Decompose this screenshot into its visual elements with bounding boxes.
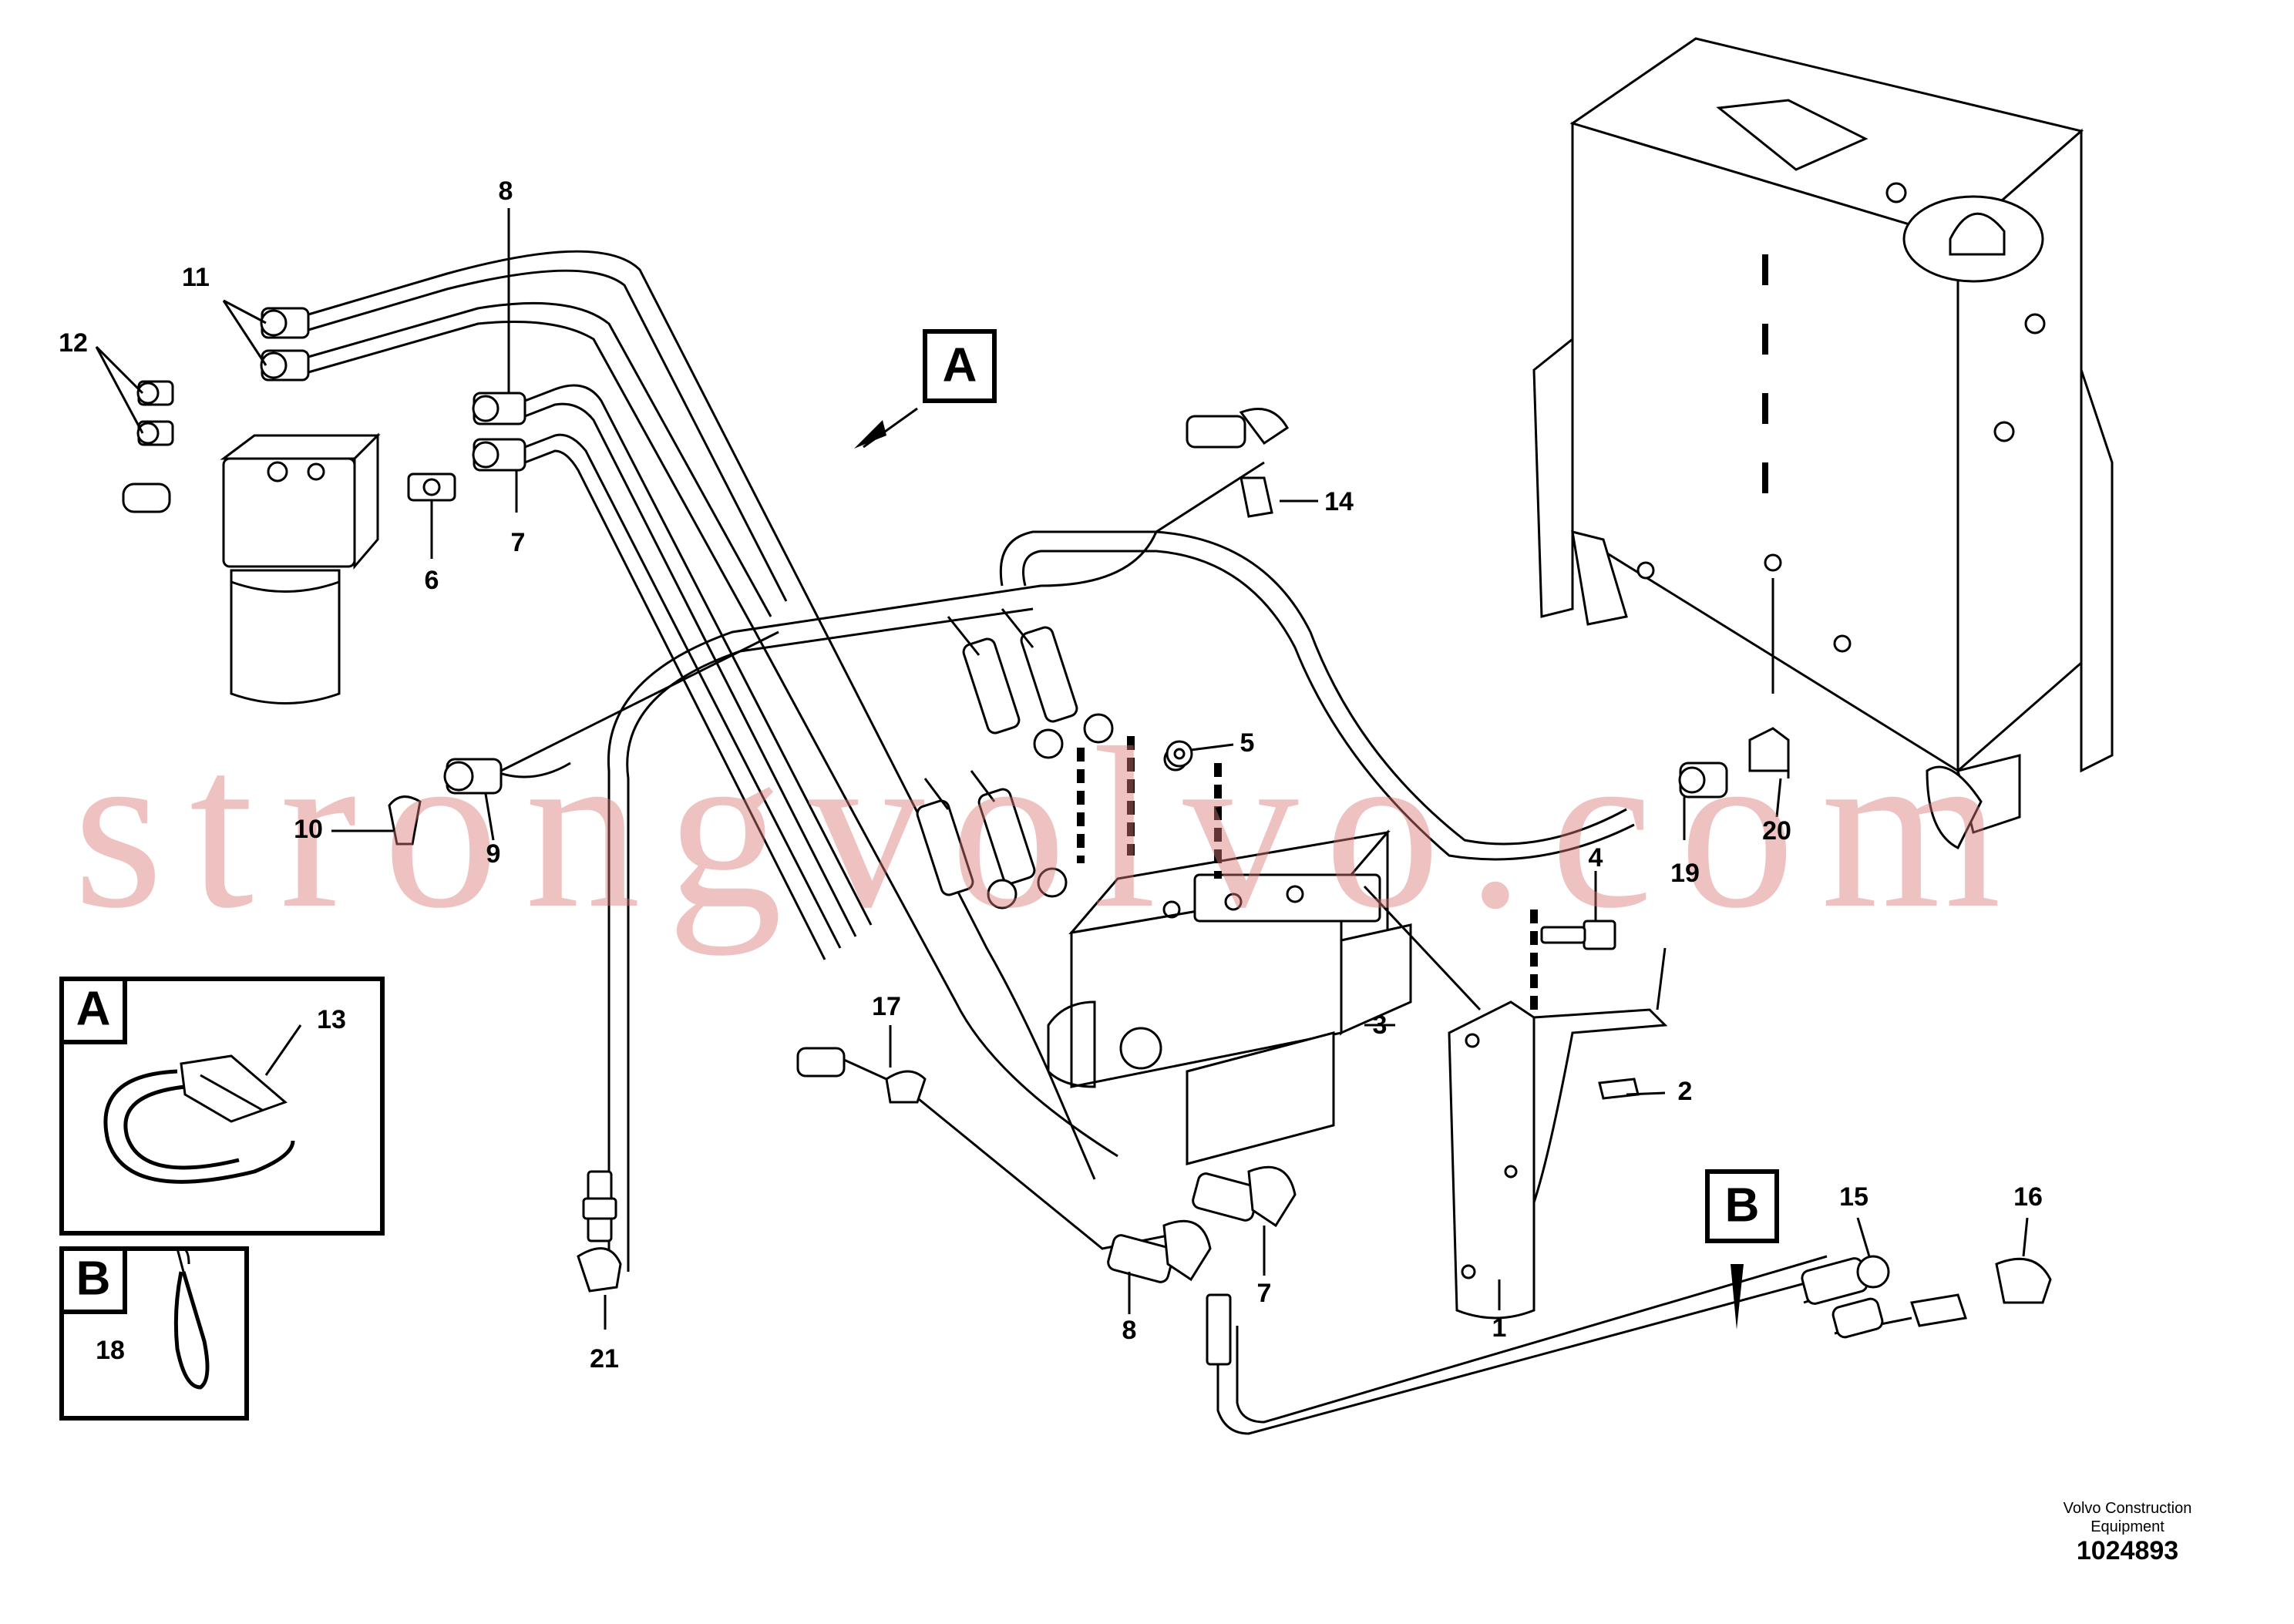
label-part-8-upper: 8 bbox=[499, 177, 513, 206]
part-labels: 1 2 3 4 5 6 7 7 8 8 9 10 11 12 13 14 15 … bbox=[59, 177, 2043, 1374]
label-part-2: 2 bbox=[1678, 1077, 1693, 1106]
drawing-number: 1024893 bbox=[2076, 1536, 2179, 1565]
view-a-letter: A bbox=[943, 338, 977, 392]
label-part-19: 19 bbox=[1670, 859, 1700, 888]
detail-b-letter: B bbox=[76, 1252, 111, 1305]
bolt-4 bbox=[1540, 920, 1616, 950]
fitting-10 bbox=[388, 795, 422, 846]
label-part-11: 11 bbox=[182, 263, 210, 292]
lower-elbows bbox=[1107, 1165, 1297, 1366]
label-part-8-lower: 8 bbox=[1122, 1316, 1137, 1345]
label-part-14: 14 bbox=[1324, 487, 1354, 516]
detail-box-a: A bbox=[59, 977, 385, 1236]
view-b-letter: B bbox=[1725, 1178, 1760, 1232]
hose-bundle bbox=[308, 250, 1180, 1250]
fittings-7-8-top bbox=[472, 392, 526, 472]
bracket bbox=[1363, 885, 1668, 1320]
fittings-12 bbox=[122, 380, 174, 513]
view-a-marker: A bbox=[854, 329, 997, 449]
label-part-17: 17 bbox=[872, 992, 901, 1021]
label-part-21: 21 bbox=[590, 1344, 619, 1374]
label-part-1: 1 bbox=[1492, 1313, 1507, 1343]
fitting-14 bbox=[1186, 408, 1289, 518]
hydraulic-tank bbox=[1532, 37, 2114, 850]
fitting-21 bbox=[577, 1170, 622, 1293]
fitting-16 bbox=[1910, 1257, 2052, 1327]
label-part-5: 5 bbox=[1240, 728, 1255, 758]
label-part-9: 9 bbox=[486, 839, 501, 869]
label-part-7-upper: 7 bbox=[511, 528, 526, 557]
label-part-6: 6 bbox=[425, 566, 439, 595]
watermark: strongvolvo.com bbox=[73, 700, 2027, 957]
footer-brand: Volvo Construction Equipment bbox=[2063, 1500, 2192, 1535]
view-b-marker: B bbox=[1705, 1169, 1779, 1330]
fittings-11 bbox=[260, 307, 310, 382]
nut-2 bbox=[1598, 1078, 1640, 1100]
control-valve bbox=[1047, 829, 1412, 1165]
label-part-12: 12 bbox=[59, 328, 88, 358]
leader-lines bbox=[95, 208, 2029, 1353]
fitting-9 bbox=[443, 758, 503, 795]
dashed-guides bbox=[1077, 540, 1794, 1017]
label-part-10: 10 bbox=[294, 815, 323, 844]
label-part-7-lower: 7 bbox=[1257, 1279, 1272, 1308]
fitting-17 bbox=[796, 1047, 927, 1104]
washer-5 bbox=[1166, 740, 1193, 768]
label-part-16: 16 bbox=[2013, 1182, 2043, 1212]
label-part-4: 4 bbox=[1589, 843, 1603, 873]
filter-unit bbox=[220, 432, 381, 704]
label-part-20: 20 bbox=[1762, 816, 1791, 846]
detail-a-letter: A bbox=[76, 982, 111, 1035]
label-part-13: 13 bbox=[317, 1005, 346, 1034]
label-part-18: 18 bbox=[96, 1336, 125, 1365]
tank-fittings bbox=[1678, 578, 1790, 799]
fitting-15 bbox=[1801, 1255, 1890, 1339]
fitting-6 bbox=[407, 472, 456, 502]
label-part-15: 15 bbox=[1839, 1182, 1868, 1212]
detail-box-b: B bbox=[59, 1246, 249, 1421]
valve-hoses bbox=[916, 608, 1188, 910]
label-part-3: 3 bbox=[1373, 1010, 1388, 1040]
